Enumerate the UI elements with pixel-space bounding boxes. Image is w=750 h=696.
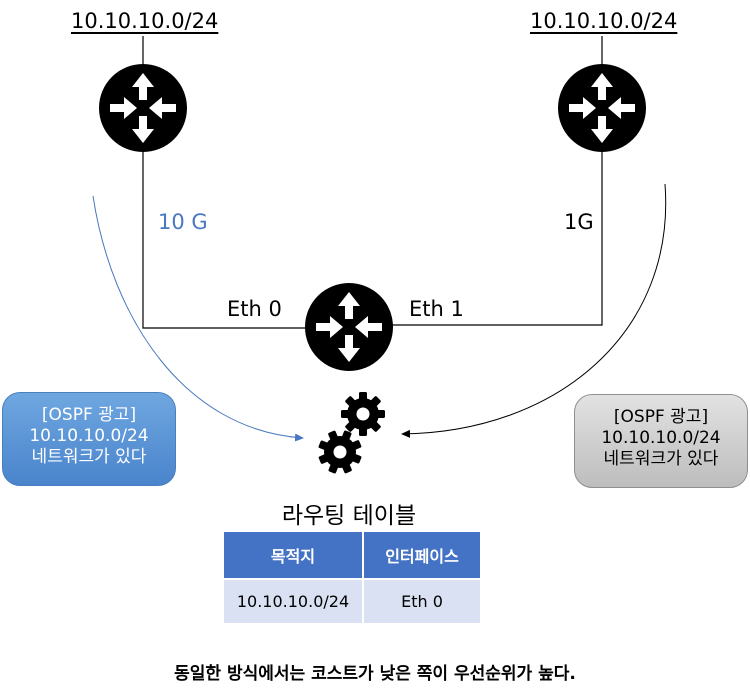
header-destination: 목적지 xyxy=(222,530,364,580)
routing-table: 목적지 인터페이스 10.10.10.0/24 Eth 0 xyxy=(222,530,482,625)
left-link xyxy=(142,150,306,329)
footer-caption: 동일한 방식에서는 코스트가 낮은 쪽이 우선순위가 높다. xyxy=(174,664,576,684)
routing-table-title: 라우팅 테이블 xyxy=(281,503,417,529)
cell-interface: Eth 0 xyxy=(362,578,482,625)
ad-message: 네트워크가 있다 xyxy=(31,447,147,467)
right-link-bandwidth-label: 1G xyxy=(564,210,594,234)
gears-icon xyxy=(318,392,385,474)
ad-message: 네트워크가 있다 xyxy=(603,449,719,469)
cell-destination: 10.10.10.0/24 xyxy=(222,578,364,625)
left-ospf-advertisement-box: [OSPF 광고] 10.10.10.0/24 네트워크가 있다 xyxy=(2,392,176,486)
ad-network: 10.10.10.0/24 xyxy=(29,426,149,446)
table-row: 10.10.10.0/24 Eth 0 xyxy=(222,578,482,625)
eth0-label: Eth 0 xyxy=(227,297,282,321)
table-header-row: 목적지 인터페이스 xyxy=(222,530,482,580)
right-network-label: 10.10.10.0/24 xyxy=(530,9,678,33)
right-ospf-advertisement-box: [OSPF 광고] 10.10.10.0/24 네트워크가 있다 xyxy=(574,394,748,488)
right-router-icon xyxy=(558,64,646,152)
left-link-bandwidth-label: 10 G xyxy=(158,210,208,234)
ad-title: [OSPF 광고] xyxy=(613,407,709,427)
left-network-label: 10.10.10.0/24 xyxy=(71,9,219,33)
header-interface: 인터페이스 xyxy=(362,530,482,580)
right-advertisement-arrow xyxy=(401,183,667,438)
ad-network: 10.10.10.0/24 xyxy=(601,428,721,448)
ad-title: [OSPF 광고] xyxy=(41,405,137,425)
right-link xyxy=(392,150,603,326)
center-router-icon xyxy=(305,283,393,371)
left-advertisement-arrow xyxy=(92,195,304,442)
eth1-label: Eth 1 xyxy=(409,297,464,321)
left-router-icon xyxy=(99,64,187,152)
